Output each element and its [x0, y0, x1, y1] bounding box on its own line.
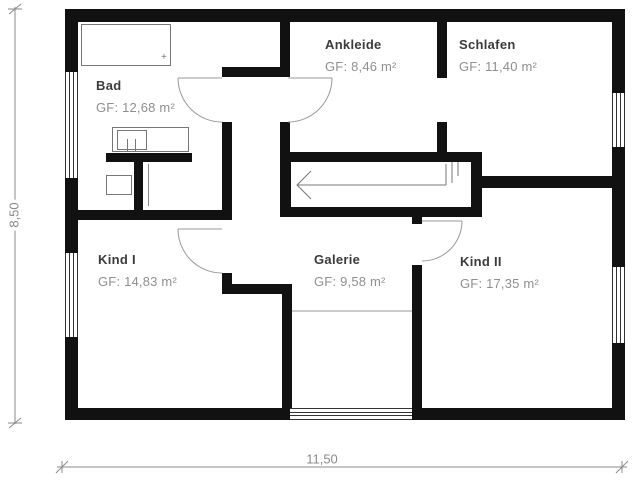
outer-wall-left-upper	[65, 9, 78, 72]
dimension-height-label: 8,50	[6, 199, 22, 231]
room-name: Schlafen	[459, 37, 516, 52]
outer-wall-bottom-left	[65, 408, 290, 420]
dim-tick-top	[8, 3, 22, 15]
room-label-galerie: Galerie GF: 9,58 m²	[314, 252, 386, 289]
wall-wc-partition	[134, 162, 143, 210]
faucet-line-1	[127, 139, 128, 151]
washbasin	[117, 130, 147, 150]
wall-door-stub-kind2	[412, 217, 422, 224]
window-left-bad	[65, 72, 78, 178]
wall-galerie-kind2	[412, 265, 422, 408]
room-label-kind1: Kind I GF: 14,83 m²	[98, 252, 177, 289]
wall-bad-ankleide	[280, 22, 290, 77]
wall-kind1-galerie	[282, 294, 292, 408]
outer-wall-left-lower	[65, 337, 78, 420]
dim-tick-right	[615, 460, 629, 474]
room-area: GF: 8,46 m²	[325, 59, 397, 74]
wall-kind1-jog	[222, 284, 292, 294]
room-label-bad: Bad GF: 12,68 m²	[96, 78, 175, 115]
bathtub-drain-mark: +	[161, 52, 167, 63]
room-area: GF: 17,35 m²	[460, 276, 539, 291]
door-arc-ankleide	[287, 77, 333, 123]
room-name: Bad	[96, 78, 122, 93]
door-arc-bad	[177, 77, 223, 123]
wall-stair-bottom	[280, 207, 482, 217]
wall-schlafen-kind2	[482, 176, 612, 188]
outer-wall-right-lower	[612, 343, 625, 420]
wall-ankleide-schlafen-lower	[437, 122, 447, 158]
room-name: Galerie	[314, 252, 361, 267]
room-area: GF: 11,40 m²	[459, 59, 538, 74]
wall-hall-right	[280, 122, 290, 155]
wall-door-stub-kind1	[222, 273, 232, 286]
outer-wall-right-middle	[612, 147, 625, 267]
wall-stair-top	[280, 152, 482, 162]
shower-partition-line	[148, 164, 149, 206]
room-label-kind2: Kind II GF: 17,35 m²	[460, 254, 539, 291]
window-left-kind1	[65, 253, 78, 337]
window-right-schlafen	[612, 93, 625, 147]
room-area: GF: 14,83 m²	[98, 274, 177, 289]
wall-vanity-back	[106, 153, 192, 162]
wall-hall-left	[222, 122, 232, 220]
room-label-ankleide: Ankleide GF: 8,46 m²	[325, 37, 397, 74]
outer-wall-top	[65, 9, 625, 22]
wall-bad-kind1	[78, 210, 232, 220]
toilet	[106, 175, 132, 195]
room-area: GF: 9,58 m²	[314, 274, 386, 289]
faucet-line-2	[135, 139, 136, 151]
door-arc-kind1	[177, 228, 223, 274]
wall-hall-top	[222, 67, 280, 77]
room-name: Kind I	[98, 252, 136, 267]
bathtub	[81, 24, 171, 66]
window-right-kind2	[612, 267, 625, 343]
room-name: Ankleide	[325, 37, 382, 52]
wall-stair-right	[471, 162, 482, 217]
window-bottom-galerie	[290, 408, 412, 420]
dim-tick-left	[55, 460, 69, 474]
wall-stair-left	[280, 162, 291, 217]
outer-wall-left-middle	[65, 178, 78, 253]
wall-ankleide-schlafen-upper	[437, 22, 447, 78]
dim-tick-bottom	[8, 417, 22, 429]
room-label-schlafen: Schlafen GF: 11,40 m²	[459, 37, 537, 74]
room-area: GF: 12,68 m²	[96, 100, 175, 115]
door-arc-kind2	[421, 220, 463, 262]
room-name: Kind II	[460, 254, 502, 269]
dimension-width-label: 11,50	[303, 451, 341, 467]
outer-wall-right-upper	[612, 9, 625, 93]
stair-arrow-head	[296, 170, 312, 200]
outer-wall-bottom-right	[412, 408, 625, 420]
